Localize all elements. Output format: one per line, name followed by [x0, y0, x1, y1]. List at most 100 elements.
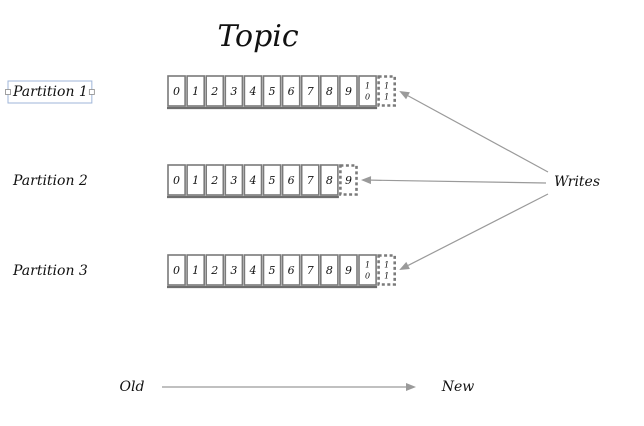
offset-cell: 5 — [262, 75, 282, 107]
offset-cell: 4 — [243, 164, 263, 196]
offset-cell-box — [224, 254, 244, 286]
offset-cell-box — [262, 164, 282, 196]
offset-cell-box — [167, 164, 186, 196]
offset-cell: 9 — [339, 254, 358, 286]
offset-cell-box — [319, 254, 339, 286]
offset-cell: 2 — [205, 254, 225, 286]
pending-offset-box — [377, 75, 397, 107]
write-arrow-head — [399, 261, 410, 270]
offset-cell-box — [262, 254, 282, 286]
offset-number: 0 — [173, 264, 180, 277]
offset-cell-box — [358, 75, 377, 107]
offset-cell: 3 — [224, 75, 244, 107]
partition-label[interactable]: Partition 2 — [12, 173, 88, 189]
offset-cell: 3 — [224, 254, 244, 286]
offset-cell-box — [186, 164, 206, 196]
timeline-old-label: Old — [120, 379, 145, 395]
write-arrow-line — [370, 179, 547, 184]
pending-offset-box — [377, 254, 397, 286]
offset-number: 7 — [307, 264, 314, 277]
offset-cell: 0 — [167, 164, 186, 196]
offset-cell: 7 — [300, 164, 320, 196]
offset-cell-box — [186, 254, 206, 286]
offset-cell-box — [319, 75, 339, 107]
partition-label[interactable]: Partition 3 — [12, 263, 88, 279]
offset-cell: 1 — [186, 254, 206, 286]
offset-number: 2 — [210, 264, 218, 277]
pending-offset-box — [339, 164, 358, 196]
offset-cell: 9 — [339, 75, 358, 107]
offset-number: 9 — [345, 85, 352, 98]
offset-cell: 4 — [243, 254, 263, 286]
write-arrow-line — [407, 95, 549, 173]
offset-cell: 0 — [167, 254, 186, 286]
offset-cell-box — [205, 164, 225, 196]
offset-cell: 3 — [224, 164, 244, 196]
offset-cell-box — [224, 164, 244, 196]
offset-cell: 8 — [319, 75, 339, 107]
write-arrow-line — [407, 193, 549, 266]
offset-cell-box — [319, 164, 339, 196]
offset-cell: 0 — [167, 75, 186, 107]
offset-cell-box — [167, 254, 186, 286]
offset-cell-box — [167, 75, 186, 107]
offset-cell-box — [300, 164, 320, 196]
offset-number: 1 — [192, 85, 199, 98]
offset-number: 4 — [248, 264, 256, 277]
write-arrow-head — [399, 91, 410, 100]
offset-cell: 8 — [319, 164, 339, 196]
offset-cell-box — [262, 75, 282, 107]
writes-group: Writes — [554, 174, 600, 190]
offset-cell-box — [186, 75, 206, 107]
offset-cell-box — [243, 164, 263, 196]
offset-cell-box — [281, 75, 301, 107]
offset-number: 3 — [230, 174, 237, 187]
offset-cell: 10 — [358, 75, 377, 107]
offset-cell: 5 — [262, 254, 282, 286]
offset-number: 6 — [288, 85, 295, 98]
partition-label[interactable]: Partition 1 — [12, 84, 88, 100]
pending-offset-number: 9 — [345, 174, 352, 187]
offset-cell: 6 — [281, 75, 301, 107]
resize-handle[interactable] — [5, 89, 11, 95]
pending-offset-slot: 11 — [377, 254, 397, 286]
offset-cell: 10 — [358, 254, 377, 286]
offset-number: 1 — [192, 264, 199, 277]
offset-number: 1 — [365, 82, 370, 91]
offset-number: 4 — [248, 174, 256, 187]
offset-cell: 1 — [186, 164, 206, 196]
offset-cell: 4 — [243, 75, 263, 107]
offset-number: 0 — [173, 85, 180, 98]
pending-offset-slot: 11 — [377, 75, 397, 107]
offset-cell: 5 — [262, 164, 282, 196]
offset-cell: 7 — [300, 254, 320, 286]
offset-number: 0 — [173, 174, 180, 187]
offset-cell-box — [358, 254, 377, 286]
offset-cell: 8 — [319, 254, 339, 286]
resize-handle[interactable] — [88, 89, 95, 95]
offset-number: 5 — [269, 85, 276, 98]
offset-number: 7 — [307, 174, 314, 187]
offset-cell-box — [243, 254, 263, 286]
offset-cell-box — [281, 164, 301, 196]
offset-number: 5 — [269, 174, 276, 187]
offset-cell-box — [339, 254, 358, 286]
pending-offset-number: 1 — [384, 261, 389, 270]
offset-cell-box — [339, 75, 358, 107]
offset-number: 6 — [288, 264, 295, 277]
offset-number: 8 — [326, 174, 333, 187]
offset-cell: 2 — [205, 164, 225, 196]
offset-cell-box — [300, 75, 320, 107]
offset-number: 2 — [210, 174, 218, 187]
write-arrows — [361, 91, 549, 270]
offset-cell: 7 — [300, 75, 320, 107]
offset-number: 6 — [288, 174, 295, 187]
offset-cell: 6 — [281, 254, 301, 286]
offset-number: 7 — [307, 85, 314, 98]
offset-number: 1 — [192, 174, 199, 187]
offset-cell-box — [205, 254, 225, 286]
